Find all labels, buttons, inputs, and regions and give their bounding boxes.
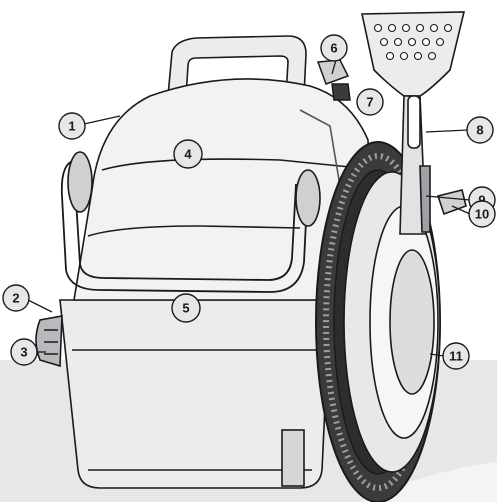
callout-3-label: 3	[20, 345, 27, 360]
callout-5-label: 5	[182, 301, 189, 316]
callout-11: 11	[442, 342, 470, 370]
leader-10	[451, 205, 471, 215]
leader-11	[429, 353, 445, 357]
callout-6: 6	[320, 34, 348, 62]
callout-6-label: 6	[330, 41, 337, 56]
leader-lines	[27, 59, 471, 357]
callout-10-label: 10	[475, 207, 489, 222]
callout-7: 7	[356, 88, 384, 116]
callout-4: 4	[173, 139, 203, 169]
leader-1	[83, 115, 121, 125]
callout-5: 5	[171, 293, 201, 323]
callout-1-label: 1	[68, 119, 75, 134]
spray-tool	[361, 11, 467, 235]
side-latch	[35, 315, 63, 368]
callout-4-label: 4	[184, 147, 192, 162]
callout-11-label: 11	[449, 349, 463, 364]
frame-knobs	[67, 151, 321, 227]
callout-3: 3	[10, 338, 38, 366]
callout-2: 2	[2, 284, 30, 312]
callout-8: 8	[466, 116, 494, 144]
callouts: 1 2 3 4 5 6 7 8 9 10 11	[2, 34, 496, 370]
leader-2	[27, 299, 53, 313]
base-tank	[59, 299, 331, 489]
callout-2-label: 2	[12, 291, 19, 306]
side-wheel	[343, 171, 441, 473]
callout-7-label: 7	[366, 95, 373, 110]
leader-9	[425, 195, 471, 201]
leader-8	[425, 129, 469, 133]
upper-body	[73, 78, 373, 301]
leader-6	[331, 59, 337, 75]
callout-1: 1	[58, 112, 86, 140]
callout-9-label: 9	[478, 193, 485, 208]
callout-10: 10	[468, 200, 496, 228]
callout-8-label: 8	[476, 123, 483, 138]
top-latch	[316, 59, 351, 101]
